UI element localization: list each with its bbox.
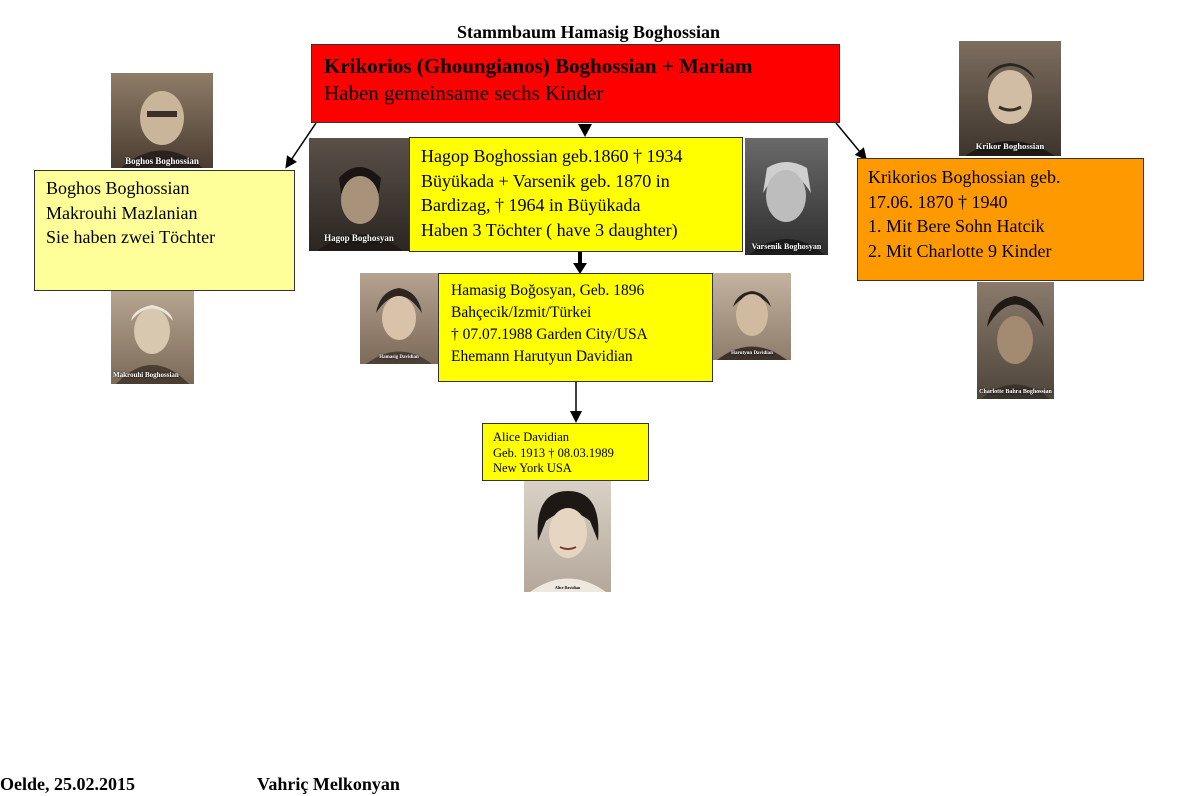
boghos-line-3: Sie haben zwei Töchter xyxy=(46,227,216,247)
hamasig-box: Hamasig Boğosyan, Geb. 1896 Bahçecik/Izm… xyxy=(438,273,713,382)
krikorios-line-3: 1. Mit Bere Sohn Hatcik xyxy=(868,216,1045,236)
harutyun-portrait: Harutyun Davidian xyxy=(713,273,791,360)
boghos-caption: Boghos Boghossian xyxy=(125,156,199,166)
krikor-portrait: Krikor Boghossian xyxy=(959,41,1061,156)
hagop-line-2: Büyükada + Varsenik geb. 1870 in xyxy=(421,170,670,191)
hagop-line-1: Hagop Boghossian geb.1860 † 1934 xyxy=(421,146,683,166)
footer-place-date: Oelde, 25.02.2015 xyxy=(0,774,135,794)
hagop-portrait: Hagop Boghosyan xyxy=(309,138,409,251)
alice-caption: Alice Davidian xyxy=(554,585,581,590)
root-line-2: Haben gemeinsame sechs Kinder xyxy=(324,81,604,105)
arrow-root-to-hagop xyxy=(578,124,592,137)
arrow-root-to-krikorios xyxy=(835,122,867,161)
hagop-line-4: Haben 3 Töchter ( have 3 daughter) xyxy=(421,219,678,240)
hamasig-caption: Hamasig Davidian xyxy=(379,355,419,360)
alice-box: Alice Davidian Geb. 1913 † 08.03.1989 Ne… xyxy=(482,423,649,481)
arrow-root-to-boghos xyxy=(285,122,317,169)
krikorios-line-2: 17.06. 1870 † 1940 xyxy=(868,191,1008,212)
varsenik-caption: Varsenik Boghosyan xyxy=(751,242,822,251)
krikor-caption: Krikor Boghossian xyxy=(975,141,1045,151)
makrouhi-portrait: Makrouhi Boghossian xyxy=(111,291,194,384)
hamasig-line-4: Ehemann Harutyun Davidian xyxy=(451,348,633,365)
makrouhi-caption: Makrouhi Boghossian xyxy=(113,371,179,379)
boghos-line-2: Makrouhi Mazlanian xyxy=(46,202,198,223)
hamasig-line-2: Bahçecik/Izmit/Türkei xyxy=(451,304,592,321)
harutyun-caption: Harutyun Davidian xyxy=(731,351,773,356)
alice-portrait: Alice Davidian xyxy=(524,481,611,592)
hamasig-line-3: † 07.07.1988 Garden City/USA xyxy=(451,326,648,343)
alice-line-2: Geb. 1913 † 08.03.1989 xyxy=(493,445,614,460)
hamasig-line-1: Hamasig Boğosyan, Geb. 1896 xyxy=(451,282,645,299)
arrow-hagop-to-hamasig-head xyxy=(573,263,587,274)
boghos-family-box: Boghos Boghossian Makrouhi Mazlanian Sie… xyxy=(34,170,295,291)
charlotte-caption: Charlotte Bahra Boghossian xyxy=(979,389,1052,395)
hagop-line-3: Bardizag, † 1964 in Büyükada xyxy=(421,195,641,215)
hagop-family-box: Hagop Boghossian geb.1860 † 1934 Büyükad… xyxy=(409,137,743,252)
alice-line-3: New York USA xyxy=(493,461,572,475)
varsenik-portrait: Varsenik Boghosyan xyxy=(745,138,828,255)
krikorios-family-box: Krikorios Boghossian geb. 17.06. 1870 † … xyxy=(857,158,1144,281)
diagram-title: Stammbaum Hamasig Boghossian xyxy=(456,22,721,42)
charlotte-portrait: Charlotte Bahra Boghossian xyxy=(977,282,1054,399)
hagop-caption: Hagop Boghosyan xyxy=(324,233,394,243)
root-couple-box: Krikorios (Ghoungianos) Boghossian + Mar… xyxy=(311,44,840,123)
boghos-portrait: Boghos Boghossian xyxy=(111,73,213,168)
boghos-line-1: Boghos Boghossian xyxy=(46,178,190,198)
hamasig-portrait: Hamasig Davidian xyxy=(360,273,438,364)
krikorios-line-1: Krikorios Boghossian geb. xyxy=(868,167,1061,187)
alice-line-1: Alice Davidian xyxy=(493,430,570,444)
krikorios-line-4: 2. Mit Charlotte 9 Kinder xyxy=(868,240,1052,261)
root-line-1: Krikorios (Ghoungianos) Boghossian + Mar… xyxy=(324,54,753,78)
footer-author: Vahriç Melkonyan xyxy=(257,774,400,794)
